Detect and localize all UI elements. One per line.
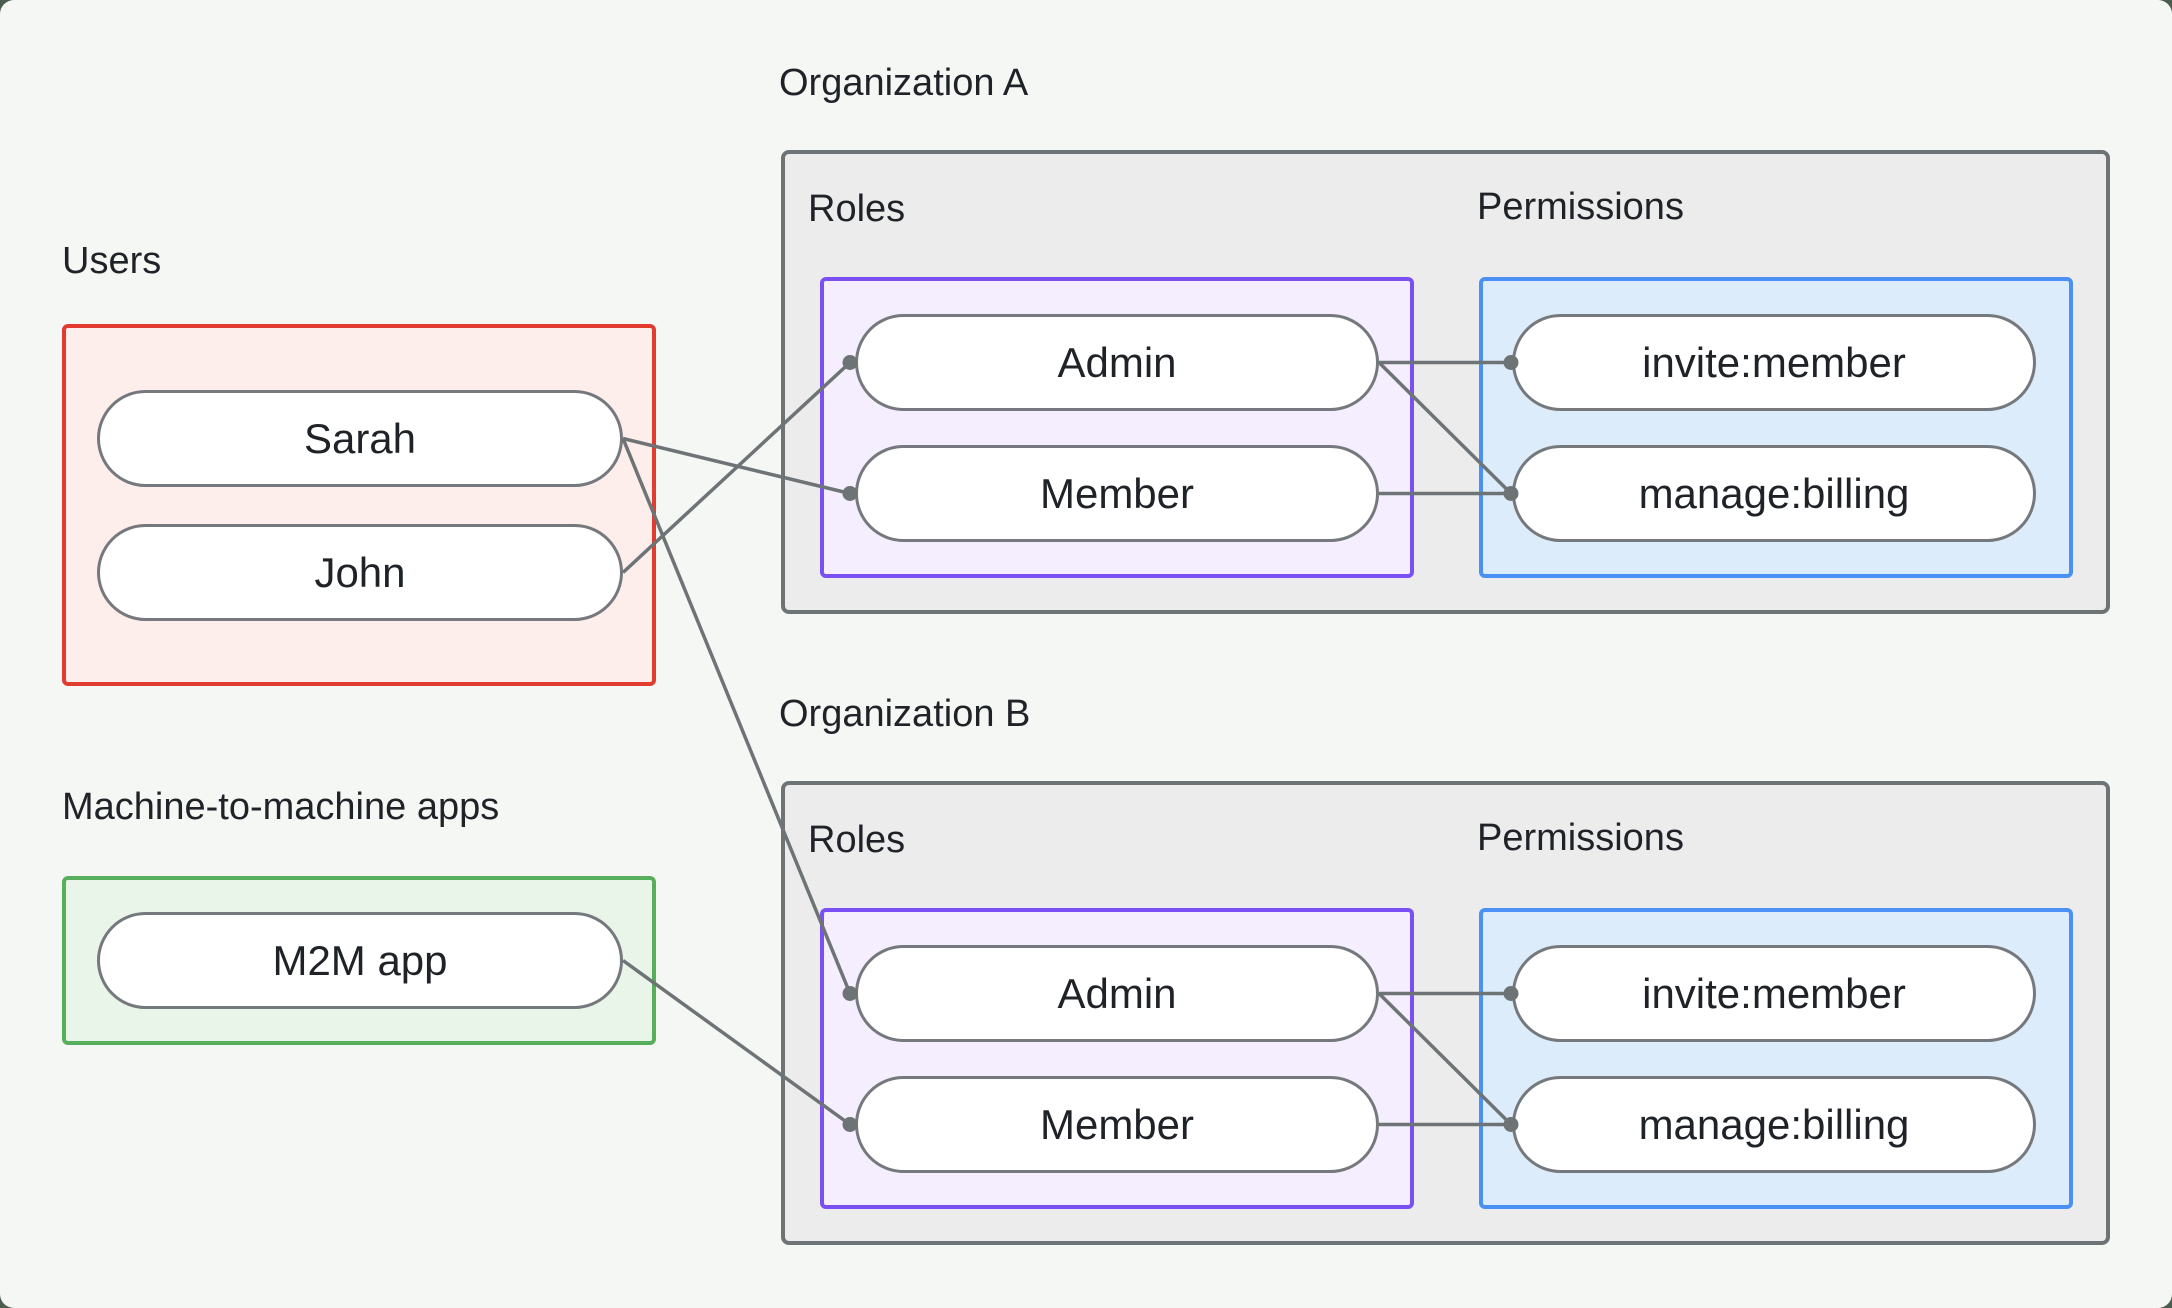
m2m-label: Machine-to-machine apps	[62, 786, 500, 828]
org-a-permission-invite-member: invite:member	[1512, 314, 2036, 411]
org-b-role-admin: Admin	[855, 945, 1379, 1042]
org-a-role-admin: Admin	[855, 314, 1379, 411]
org-a-permission-manage-billing: manage:billing	[1512, 445, 2036, 542]
org-b-role-member: Member	[855, 1076, 1379, 1173]
org-a-permissions-label: Permissions	[1477, 186, 1684, 228]
users-label: Users	[62, 240, 162, 282]
org-b-permission-invite-member: invite:member	[1512, 945, 2036, 1042]
org-a-roles-label: Roles	[808, 188, 906, 230]
org-a-role-member: Member	[855, 445, 1379, 542]
org-b-permissions-label: Permissions	[1477, 817, 1684, 859]
org-b-permission-manage-billing: manage:billing	[1512, 1076, 2036, 1173]
user-pill-john: John	[97, 524, 623, 621]
org-b-label: Organization B	[779, 693, 1031, 735]
org-a-label: Organization A	[779, 62, 1029, 104]
org-b-roles-label: Roles	[808, 819, 906, 861]
user-pill-sarah: Sarah	[97, 390, 623, 487]
users-group-box	[62, 324, 656, 686]
m2m-pill-app: M2M app	[97, 912, 623, 1009]
